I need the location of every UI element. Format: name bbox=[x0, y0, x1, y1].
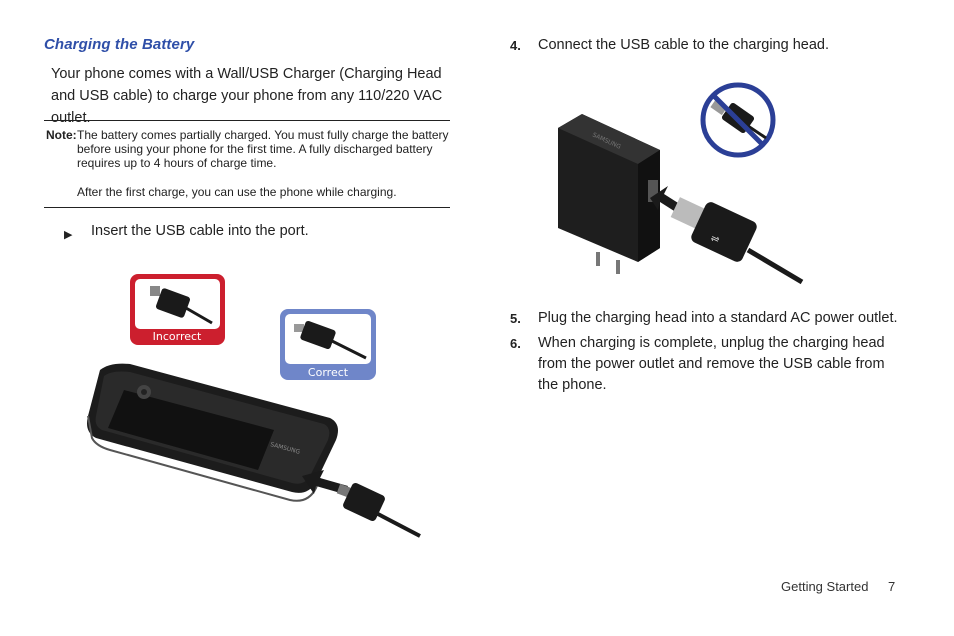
phone-icon: SAMSUNG bbox=[87, 363, 338, 502]
note-bottom-rule bbox=[44, 207, 450, 208]
intro-paragraph: Your phone comes with a Wall/USB Charger… bbox=[51, 66, 443, 126]
correct-usb-plug-icon bbox=[294, 320, 367, 360]
incorrect-badge bbox=[130, 274, 225, 345]
usb-plug-icon bbox=[336, 483, 421, 538]
step-5-number: 5. bbox=[510, 311, 521, 326]
note-top-rule bbox=[44, 120, 450, 121]
bullet-text: Insert the USB cable into the port. bbox=[91, 223, 309, 239]
phone-usb-illustration: Incorrect Correct SAMSUNG bbox=[87, 274, 421, 538]
step-6-number: 6. bbox=[510, 336, 521, 351]
no-cable-symbol-icon bbox=[700, 82, 776, 158]
charger-illustration: SAMSUNG ⇌ bbox=[558, 82, 804, 285]
section-title: Charging the Battery bbox=[44, 36, 195, 53]
step-6-text: When charging is complete, unplug the ch… bbox=[538, 335, 885, 393]
step-4-number: 4. bbox=[510, 38, 521, 53]
step-5-text: Plug the charging head into a standard A… bbox=[538, 310, 898, 326]
incorrect-label: Incorrect bbox=[153, 330, 202, 343]
usb-cable-icon: ⇌ bbox=[670, 197, 804, 285]
incorrect-usb-plug-icon bbox=[150, 286, 213, 325]
note-text: The battery comes partially charged. You… bbox=[77, 128, 449, 170]
bullet-arrow-icon: ▶ bbox=[64, 229, 73, 241]
correct-label: Correct bbox=[308, 366, 349, 379]
step-4-text: Connect the USB cable to the charging he… bbox=[538, 37, 829, 53]
correct-badge bbox=[280, 309, 376, 380]
note-label: Note: bbox=[46, 128, 77, 142]
footer-section-title: Getting Started bbox=[781, 579, 869, 594]
charging-head-icon: SAMSUNG bbox=[558, 114, 660, 274]
page-number: 7 bbox=[888, 579, 896, 594]
note-text-followup: After the first charge, you can use the … bbox=[77, 185, 397, 199]
insert-arrow-icon bbox=[302, 470, 348, 494]
